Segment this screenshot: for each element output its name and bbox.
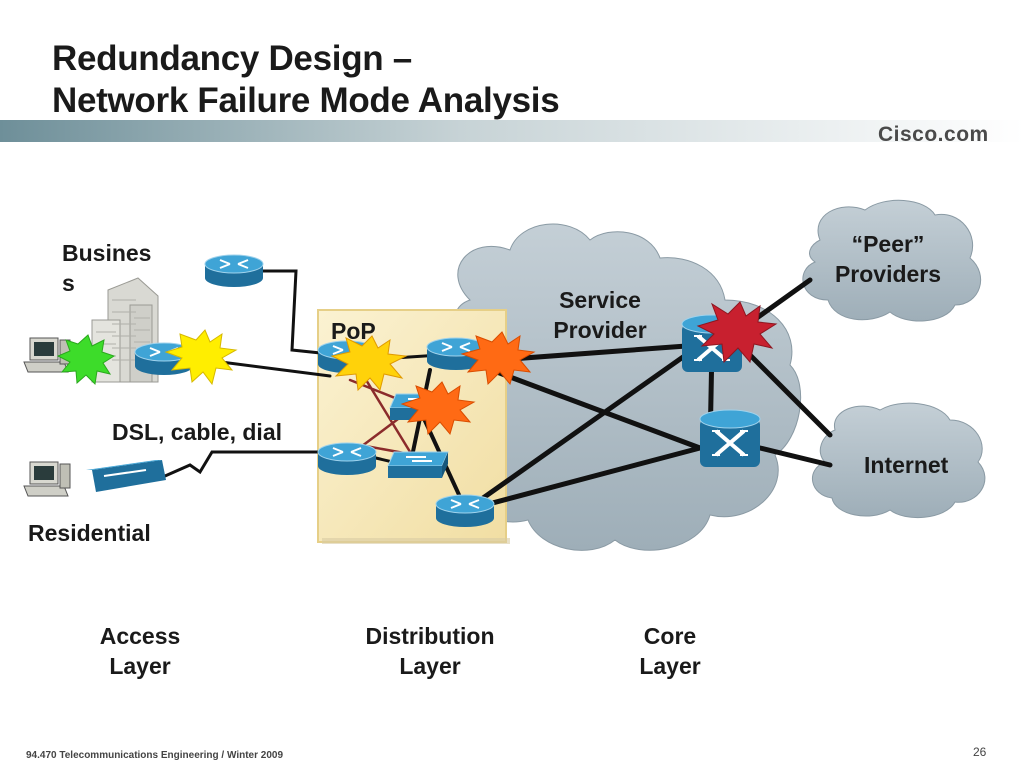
- pop-router-bottom-icon: [317, 442, 377, 476]
- title-line-1: Redundancy Design –: [52, 39, 412, 78]
- business-router-icon: [204, 254, 264, 288]
- internet-label: Internet: [864, 452, 949, 478]
- distribution-layer-label: Distribution Layer: [365, 623, 495, 679]
- peer-providers-label: “Peer” Providers: [834, 231, 942, 287]
- pop-switch-bottom-icon: [387, 451, 449, 479]
- residential-pc-icon: [23, 461, 71, 497]
- dsl-label: DSL, cable, dial: [112, 419, 282, 445]
- page-number: 26: [973, 745, 987, 759]
- failure-burst-yellow-pop: [330, 335, 408, 392]
- core-layer-label: Core Layer: [639, 623, 701, 679]
- failure-burst-green: [56, 334, 116, 386]
- cisco-logo: Cisco.com: [878, 123, 989, 146]
- failure-burst-red-core: [696, 301, 778, 364]
- service-provider-label: Service Provider: [553, 287, 647, 343]
- residential-label: Residential: [28, 520, 151, 546]
- slide-title: Redundancy Design – Network Failure Mode…: [52, 38, 560, 122]
- access-layer-label: Access Layer: [99, 623, 181, 679]
- failure-burst-orange-distribution: [460, 331, 536, 386]
- failure-burst-yellow-access: [164, 329, 238, 386]
- title-line-2: Network Failure Mode Analysis: [52, 81, 560, 120]
- distribution-router-bottom-icon: [435, 494, 495, 528]
- dsl-modem-icon: [86, 460, 166, 492]
- header-bar: [0, 120, 1024, 142]
- internet-cloud: [811, 402, 986, 519]
- footer-text: 94.470 Telecommunications Engineering / …: [26, 750, 284, 761]
- business-label: Busines s: [62, 240, 152, 296]
- core-switch-bottom-icon: [698, 408, 762, 469]
- pop-label: PoP: [331, 318, 376, 344]
- failure-burst-orange-pop: [400, 381, 476, 436]
